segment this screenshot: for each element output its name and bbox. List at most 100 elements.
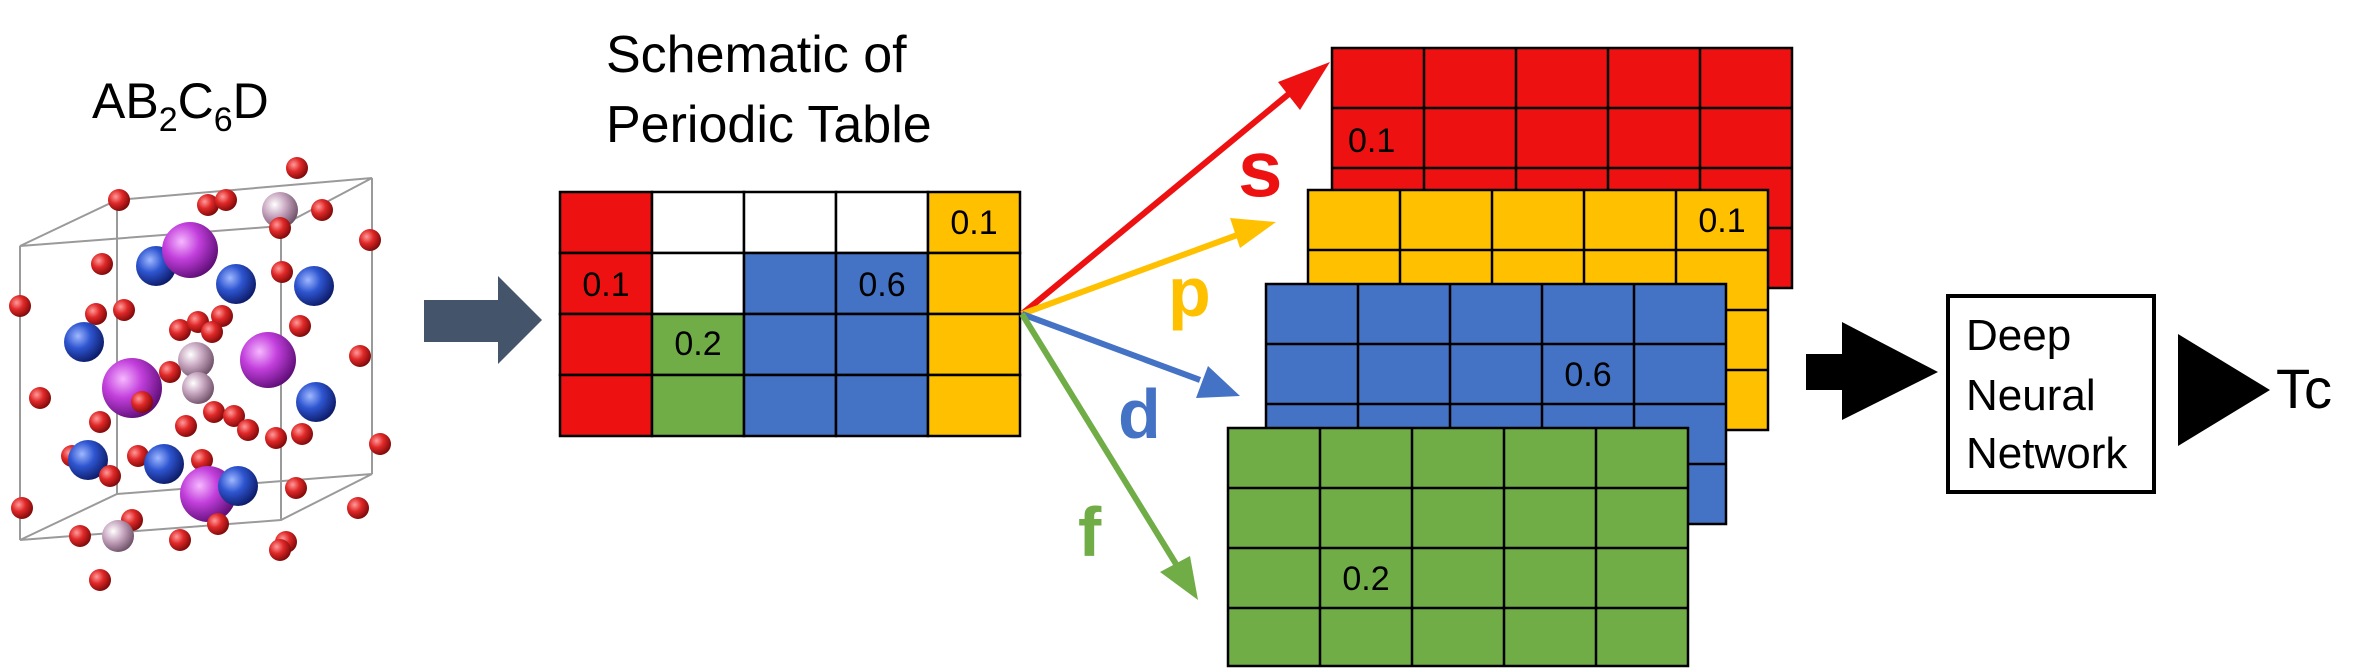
atom-red [201, 321, 223, 343]
s-block-cell [558, 312, 654, 377]
atom-red [265, 427, 287, 449]
s-orbital-label: s [1238, 124, 1283, 213]
p-orbital-label: p [1168, 253, 1211, 331]
d-block-cell [742, 373, 838, 438]
atom-blue [294, 266, 334, 306]
f-layer: 0.2 [1226, 426, 1690, 668]
chemical-formula: AB2C6D [92, 73, 269, 139]
d-block-cell [834, 251, 930, 316]
periodic-table-title-line1: Schematic of [606, 26, 907, 84]
output-label-tc: Tc [2276, 357, 2332, 420]
atom-blue [218, 466, 258, 506]
atom-red [175, 415, 197, 437]
network-label-line2: Neural [1966, 371, 2096, 420]
f-arrow-head-icon [1160, 556, 1198, 600]
atom-red [347, 497, 369, 519]
atom-blue [68, 440, 108, 480]
atom-red [289, 315, 311, 337]
d-block-cell [742, 312, 838, 377]
atom-red [29, 387, 51, 409]
atom-red [269, 217, 291, 239]
atom-magenta [240, 332, 296, 388]
s-block-value: 0.1 [582, 266, 629, 304]
arrow-right-icon [424, 276, 542, 364]
atom-red [359, 229, 381, 251]
atom-red [223, 405, 245, 427]
atom-red [311, 199, 333, 221]
d-layer-value: 0.6 [1564, 356, 1611, 394]
atom-red [113, 299, 135, 321]
atom-red [349, 345, 371, 367]
input-arrow-icon [1806, 322, 1938, 420]
d-arrow [1020, 311, 1202, 383]
d-block-cell [834, 312, 930, 377]
atoms [9, 157, 391, 591]
atom-red [286, 157, 308, 179]
output-arrow-icon [2178, 334, 2270, 446]
s-block-cell [558, 251, 654, 316]
atom-blue [216, 264, 256, 304]
atom-red [127, 445, 149, 467]
periodic-table-grid [558, 190, 1022, 438]
atom-red [99, 465, 121, 487]
d-arrow-head-icon [1196, 366, 1240, 398]
atom-pink [102, 520, 134, 552]
atom-red [291, 423, 313, 445]
atom-red [69, 525, 91, 547]
atom-blue [296, 382, 336, 422]
p-block-cell [926, 373, 1022, 438]
atom-red [207, 513, 229, 535]
atom-magenta [162, 222, 218, 278]
atom-red [197, 194, 219, 216]
f-arrow [1019, 312, 1179, 566]
atom-red [9, 295, 31, 317]
atom-red [369, 433, 391, 455]
empty-cell [834, 190, 930, 255]
orbital-arrows [1019, 62, 1330, 600]
f-layer-value: 0.2 [1342, 560, 1389, 598]
atom-red [169, 529, 191, 551]
atom-blue [144, 444, 184, 484]
p-block-cell [926, 190, 1022, 255]
atom-red [285, 477, 307, 499]
s-block-cell [558, 373, 654, 438]
atom-red [131, 391, 153, 413]
s-layer-value: 0.1 [1348, 122, 1395, 160]
atom-red [108, 189, 130, 211]
atom-red [215, 189, 237, 211]
atom-red [271, 261, 293, 283]
network-label-line1: Deep [1966, 311, 2071, 360]
p-arrow-head-icon [1230, 218, 1276, 248]
atom-red [169, 319, 191, 341]
atom-red [269, 539, 291, 561]
atom-red [85, 303, 107, 325]
d-block-cell [742, 251, 838, 316]
f-block-cell [650, 373, 746, 438]
atom-red [191, 449, 213, 471]
p-block-value: 0.1 [950, 204, 997, 242]
d-orbital-label: d [1118, 375, 1161, 453]
atom-red [89, 411, 111, 433]
s-arrow [1020, 85, 1298, 317]
empty-cell [650, 251, 746, 316]
p-block-cell [926, 251, 1022, 316]
crystal-structure: AB2C6D [9, 73, 391, 591]
d-block-value: 0.6 [858, 266, 905, 304]
atom-pink [262, 192, 298, 228]
atom-red [89, 569, 111, 591]
d-block-cell [834, 373, 930, 438]
p-arrow [1020, 231, 1242, 317]
p-layer-value: 0.1 [1698, 202, 1745, 240]
deep-neural-network-box: Deep Neural Network [1946, 294, 2156, 494]
s-arrow-head-icon [1278, 62, 1330, 110]
atom-red [91, 253, 113, 275]
empty-cell [650, 190, 746, 255]
atom-red [211, 305, 233, 327]
atom-pink [182, 372, 214, 404]
periodic-table-schematic: Schematic of Periodic Table [558, 26, 1022, 438]
s-block-cell [558, 190, 654, 255]
atom-blue [64, 322, 104, 362]
network-label-line3: Network [1966, 429, 2128, 478]
p-block-cell [926, 312, 1022, 377]
periodic-table-title-line2: Periodic Table [606, 96, 932, 154]
